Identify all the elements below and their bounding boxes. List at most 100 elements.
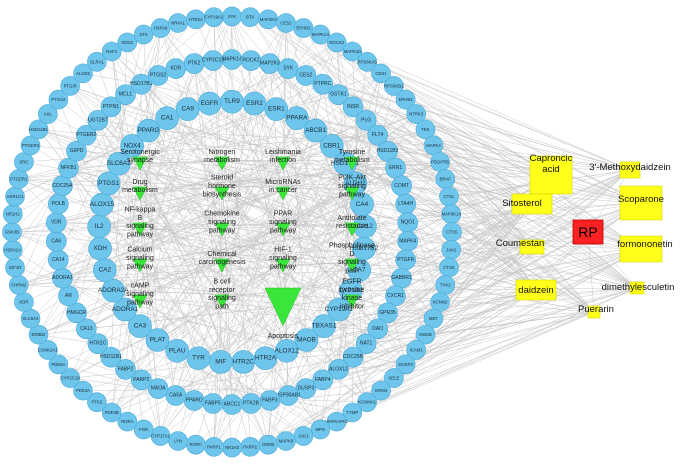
edge (97, 120, 269, 445)
gene-circle (293, 18, 314, 38)
gene-label: HMGCR (67, 310, 86, 316)
gene-circle (147, 378, 169, 399)
gene-node-ppara: PPARA (285, 106, 309, 131)
gene-circle (342, 346, 364, 368)
gene-node-htr2a: HTR2A (253, 346, 278, 370)
gene-circle (327, 297, 351, 322)
pathway-triangle (214, 222, 230, 237)
gene-label: SLC6A2 (107, 160, 131, 167)
edge (23, 163, 346, 303)
edge (387, 287, 638, 314)
gene-node-ca14: CA14 (48, 249, 69, 271)
edge (198, 28, 304, 359)
gene-node-alox5: ALOX5 (73, 63, 93, 84)
gene-circle (384, 368, 404, 388)
pathway-triangle (214, 186, 230, 201)
edge (166, 118, 284, 227)
gene-label: GABBR1 (391, 275, 412, 281)
gene-node-ca2: CA2 (93, 258, 117, 282)
pathway-triangle (275, 186, 291, 201)
gene-circle (355, 333, 377, 354)
edge (194, 63, 353, 191)
edge (141, 84, 251, 447)
edge (380, 287, 638, 391)
gene-label: FABP5 (205, 400, 221, 406)
edge (323, 248, 642, 327)
gene-label: ALOX12 (329, 366, 348, 372)
gene-label: HSD11B2 (377, 148, 399, 154)
gene-node-ptk2: PTK2 (87, 392, 107, 412)
edge (18, 159, 353, 286)
gene-label: CYP1B1 (339, 287, 364, 294)
gene-label: PTGIR (64, 83, 77, 88)
edge (315, 130, 642, 204)
gene-circle (87, 110, 109, 131)
gene-node-icam1: ICAM1 (406, 340, 426, 360)
edge (58, 27, 161, 260)
edge (305, 287, 638, 389)
edge (113, 290, 353, 299)
gene-label: MAPK4 (426, 143, 441, 148)
gene-label: PTK2 (188, 61, 201, 67)
gene-label: CA3 (134, 323, 147, 330)
gene-circle (96, 171, 121, 196)
gene-node-ptger3: PTGER3 (20, 135, 41, 156)
gene-label: JAK2 (446, 247, 457, 252)
pathway-triangle (214, 294, 230, 309)
gene-label: SYK (228, 14, 237, 19)
edge (108, 42, 337, 184)
edge (451, 231, 595, 313)
gene-label: HSD17B3 (130, 81, 152, 87)
gene-label: ADORA1 (112, 306, 139, 313)
edge (18, 159, 141, 286)
edge (11, 225, 353, 233)
gene-node-tymp: TYMP (342, 402, 363, 423)
gene-label: MAPKAPK2 (325, 419, 349, 424)
gene-node-pde3a: PDE3A (73, 380, 93, 401)
gene-label: BRAF (440, 177, 452, 182)
gene-label: PPARA (286, 115, 308, 122)
gene-node-alox12: ALOX12 (328, 359, 349, 380)
edge (288, 68, 595, 313)
gene-node-ntrk3: NTRK3 (406, 104, 426, 124)
gene-node-fabp5: FABP5 (202, 393, 224, 414)
gene-node-adora2a: ADORA2A (98, 278, 129, 303)
gene-circle (165, 338, 190, 363)
gene-label: MAPK14 (222, 57, 242, 63)
gene-label: SELE (388, 376, 399, 381)
gene-label: LTA4H (398, 201, 413, 207)
gene-label: RORC (189, 442, 202, 447)
herb-label: RP (578, 224, 597, 240)
gene-node-slc6a2: SLC6A2 (107, 151, 131, 176)
gene-label: POLB (52, 201, 66, 207)
edge (287, 225, 353, 396)
gene-node-ugt2b7: UGT2B7 (87, 110, 109, 131)
gene-node-erbb2: ERBB2 (28, 324, 49, 345)
gene-circle (100, 346, 122, 368)
gene-circle (384, 76, 404, 96)
gene-circle (385, 285, 406, 307)
edge (111, 51, 351, 291)
gene-circle (76, 318, 97, 340)
gene-label: CYP19A1 (204, 15, 223, 20)
edge (18, 178, 141, 299)
edge (231, 101, 251, 447)
gene-node-polb: POLB (48, 193, 69, 215)
pathway-triangle (344, 186, 360, 201)
edge (445, 178, 595, 313)
gene-node-esr2: ESR2 (242, 91, 267, 116)
gene-node-ptger1: PTGER1 (8, 169, 29, 189)
pathway-triangle (344, 222, 360, 237)
gene-node-ptgfr: PTGFR (395, 249, 416, 271)
gene-label: CA13 (80, 326, 93, 332)
